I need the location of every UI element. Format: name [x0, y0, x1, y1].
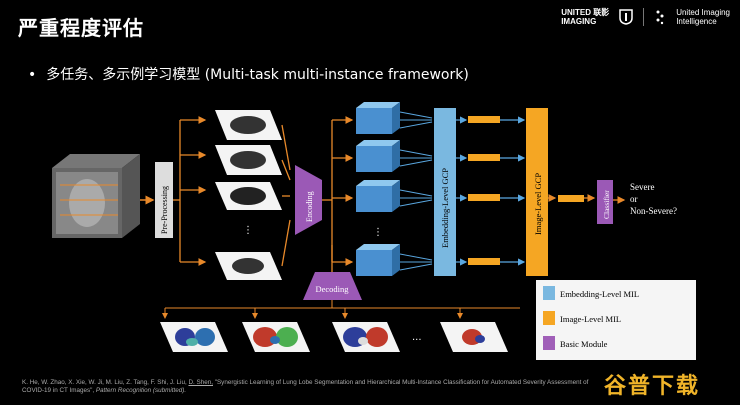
preprocessing-label: Pre-Processing	[160, 186, 169, 234]
decoding-label: Decoding	[315, 284, 349, 294]
uii-logo-icon	[656, 10, 664, 25]
image-gcp-label: Image-Level GCP	[533, 173, 543, 235]
output-severe: Severe	[630, 182, 655, 192]
embedding-gcp-label: Embedding-Level GCP	[440, 168, 450, 248]
citation: K. He, W. Zhao, X. Xie, W. Ji, M. Liu, Z…	[22, 379, 589, 394]
encoding-label: Encoding	[305, 191, 314, 222]
instance-vectors	[456, 116, 526, 266]
image-vector	[558, 195, 584, 202]
slice-to-encoder-arrows	[281, 124, 291, 267]
output-or: or	[630, 194, 638, 204]
ct-volume-cube	[52, 154, 140, 238]
encoder-to-feature-arrows	[322, 116, 354, 268]
segmentation-outputs	[160, 322, 508, 352]
embedding-gcp-block	[434, 108, 456, 276]
decoder-output-arrows	[162, 300, 520, 319]
encoding-block	[295, 165, 322, 235]
seg-ellipsis: ...	[412, 332, 422, 343]
page-title: 严重程度评估	[18, 16, 144, 40]
preprocessing-box	[155, 162, 173, 238]
ct-slices: ⋮	[215, 110, 282, 280]
svg-text:⋮: ⋮	[373, 227, 383, 238]
feature-blocks: ⋮	[356, 102, 400, 276]
image-gcp-block	[526, 108, 548, 276]
legend-label-image: Image-Level MIL	[560, 314, 621, 324]
legend-label-embedding: Embedding-Level MIL	[560, 289, 639, 299]
legend-swatch-image	[543, 311, 555, 325]
watermark: 谷普下载	[603, 374, 700, 399]
legend-swatch-basic	[543, 336, 555, 350]
united-imaging-logo: UNITED 联影 IMAGING	[561, 8, 610, 26]
legend-label-basic: Basic Module	[560, 339, 608, 349]
classifier-block	[597, 180, 613, 224]
shield-logo-icon	[619, 9, 633, 25]
embedding-fan-arrows	[399, 111, 433, 271]
legend-swatch-embedding	[543, 286, 555, 300]
slice-branch-arrows	[173, 116, 207, 266]
svg-text:⋮: ⋮	[243, 225, 253, 236]
legend: Embedding-Level MIL Image-Level MIL Basi…	[536, 280, 696, 360]
bullet-text: •多任务、多示例学习模型 (Multi-task multi-instance …	[28, 67, 469, 83]
output-non-severe: Non-Severe?	[630, 206, 677, 216]
classifier-label: Classifier	[602, 190, 611, 219]
decoding-block	[303, 272, 362, 300]
